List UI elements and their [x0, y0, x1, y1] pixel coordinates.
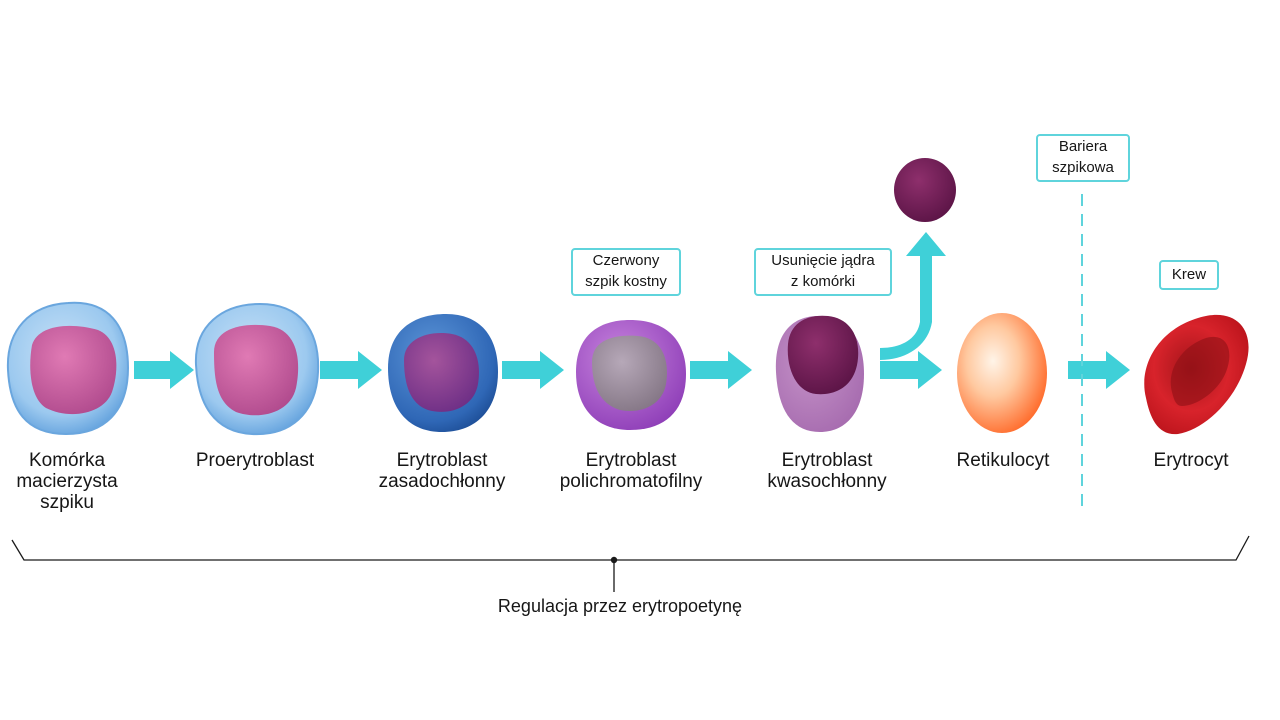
orthochromatic-erythroblast-illustration: [775, 315, 864, 432]
nucleus-removal-callout: Usunięcie jądra z komórki: [754, 248, 892, 296]
stage-label-orthochromatic: Erytroblast kwasochłonny: [767, 450, 887, 492]
basophilic-erythroblast-illustration: [388, 314, 498, 432]
arrow-stage-2-to-3: [320, 351, 382, 389]
marrow-barrier-callout: Bariera szpikowa: [1036, 134, 1130, 182]
stage-label-basophilic: Erytroblast zasadochłonny: [378, 450, 506, 492]
stage-label-reticulocyte: Retikulocyt: [956, 450, 1050, 471]
regulation-brace-dot: [610, 556, 618, 564]
regulation-label: Regulacja przez erytropoetynę: [497, 596, 743, 616]
expelled-nucleus-illustration: [894, 158, 956, 222]
arrow-stage-5-to-6: [880, 351, 942, 389]
proerythroblast-illustration: [194, 302, 320, 436]
erythrocyte-illustration: [1144, 314, 1249, 435]
blood-callout: Krew: [1159, 260, 1219, 290]
reticulocyte-illustration: [957, 313, 1047, 433]
stage-label-polychromatic: Erytroblast polichromatofilny: [559, 450, 703, 492]
arrow-stage-6-to-7: [1068, 351, 1130, 389]
stem-cell-illustration: [6, 301, 130, 436]
regulation-brace: [11, 535, 1250, 592]
bone-marrow-callout: Czerwony szpik kostny: [571, 248, 681, 296]
stage-label-erythrocyte: Erytrocyt: [1153, 450, 1229, 471]
arrow-nucleus-expulsion: [880, 232, 946, 360]
stage-label-stem-cell: Komórka macierzysta szpiku: [16, 450, 118, 513]
arrow-stage-1-to-2: [134, 351, 194, 389]
stage-label-proerythroblast: Proerytroblast: [195, 450, 315, 471]
arrow-stage-4-to-5: [690, 351, 752, 389]
arrow-stage-3-to-4: [502, 351, 564, 389]
polychromatic-erythroblast-illustration: [576, 320, 686, 430]
